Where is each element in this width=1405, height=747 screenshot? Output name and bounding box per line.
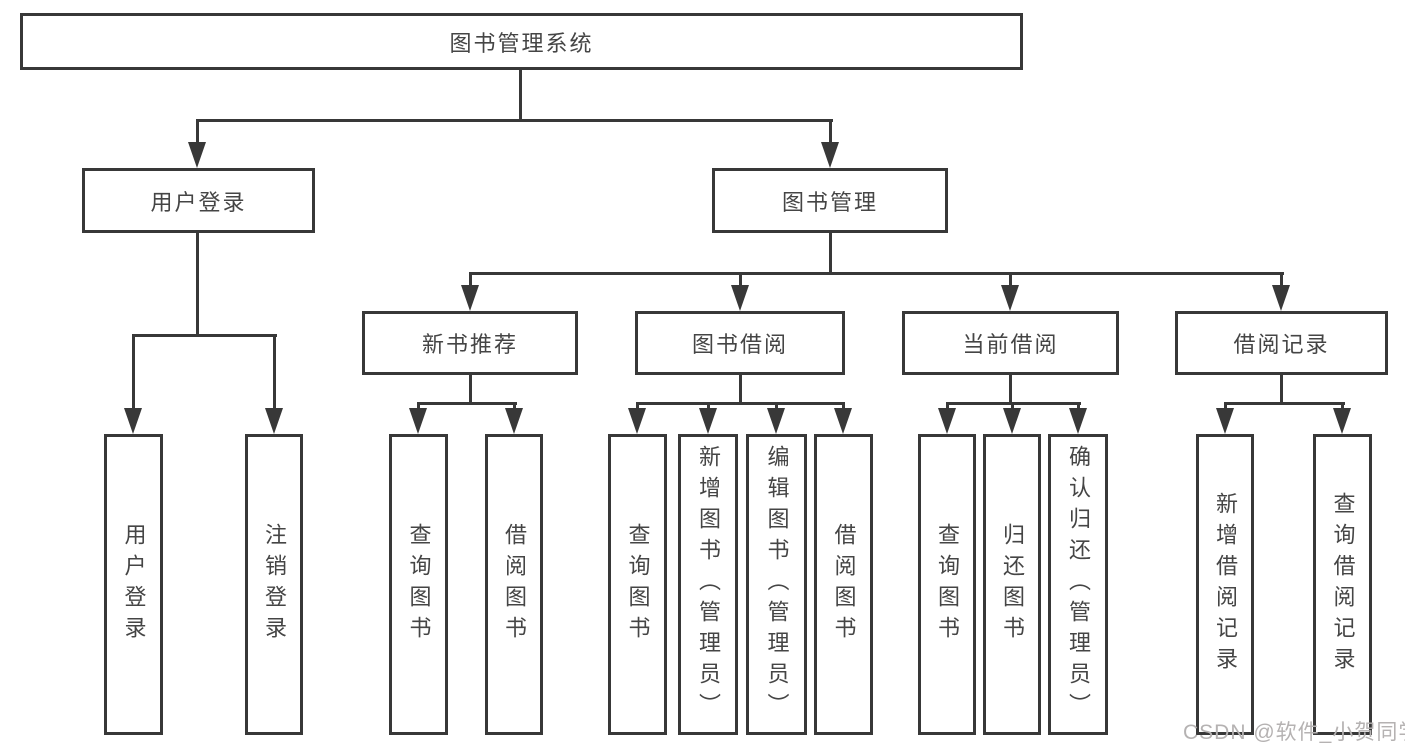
connector-line xyxy=(636,402,639,412)
arrowhead-icon xyxy=(938,408,956,434)
leaf-label: 注销登录 xyxy=(262,522,287,647)
arrowhead-icon xyxy=(505,408,523,434)
leaf-label: 用户登录 xyxy=(121,522,147,647)
leaf-query-borrow-record: 查询借阅记录 xyxy=(1313,434,1372,735)
node-library-system-root: 图书管理系统 xyxy=(20,13,1023,70)
arrowhead-icon xyxy=(767,408,785,434)
connector-line xyxy=(829,119,832,147)
connector-line xyxy=(469,272,1284,275)
connector-line xyxy=(417,402,517,405)
connector-line xyxy=(132,334,135,412)
connector-line xyxy=(1280,375,1283,405)
connector-line xyxy=(739,375,742,405)
leaf-label: 查询借阅记录 xyxy=(1330,491,1356,678)
connector-line xyxy=(196,233,199,337)
connector-line xyxy=(775,402,778,412)
connector-line xyxy=(132,334,277,337)
node-label: 用户登录 xyxy=(150,189,247,215)
connector-line xyxy=(707,402,710,412)
arrowhead-icon xyxy=(188,142,206,168)
connector-line xyxy=(1224,402,1345,405)
arrowhead-icon xyxy=(628,408,646,434)
connector-line xyxy=(1009,375,1012,405)
connector-line xyxy=(519,70,522,122)
node-label: 借阅记录 xyxy=(1233,332,1330,357)
arrowhead-icon xyxy=(1069,408,1087,434)
connector-line xyxy=(946,402,949,412)
leaf-label: 新增图书（管理员） xyxy=(696,445,721,724)
connector-line xyxy=(1011,402,1014,412)
connector-line xyxy=(842,402,845,412)
connector-line xyxy=(636,402,845,405)
leaf-user-login: 用户登录 xyxy=(104,434,163,735)
leaf-label: 借阅图书 xyxy=(831,522,857,647)
arrowhead-icon xyxy=(1333,408,1351,434)
connector-line xyxy=(417,402,420,412)
arrowhead-icon xyxy=(821,142,839,168)
arrowhead-icon xyxy=(1216,408,1234,434)
connector-line xyxy=(1224,402,1227,412)
arrowhead-icon xyxy=(731,285,749,311)
node-book-management: 图书管理 xyxy=(712,168,948,233)
connector-line xyxy=(829,233,832,275)
leaf-label: 编辑图书（管理员） xyxy=(764,445,790,724)
node-new-book-recommend: 新书推荐 xyxy=(362,311,578,375)
leaf-logout: 注销登录 xyxy=(245,434,303,735)
node-label: 当前借阅 xyxy=(962,332,1059,357)
connector-line xyxy=(196,119,199,147)
arrowhead-icon xyxy=(1272,285,1290,311)
leaf-label: 查询图书 xyxy=(406,522,432,647)
leaf-label: 借阅图书 xyxy=(502,522,527,647)
connector-line xyxy=(469,272,472,290)
leaf-edit-books-admin: 编辑图书（管理员） xyxy=(746,434,807,735)
leaf-add-books-admin: 新增图书（管理员） xyxy=(678,434,738,735)
leaf-borrow-books: 借阅图书 xyxy=(814,434,873,735)
csdn-watermark: CSDN @软件_小贺同学 xyxy=(1183,721,1405,744)
leaf-return-books: 归还图书 xyxy=(983,434,1041,735)
node-label: 图书管理系统 xyxy=(449,30,594,56)
leaf-query-books-recommend: 查询图书 xyxy=(389,434,448,735)
arrowhead-icon xyxy=(1001,285,1019,311)
node-label: 新书推荐 xyxy=(421,332,518,357)
connector-line xyxy=(513,402,516,412)
leaf-add-borrow-record: 新增借阅记录 xyxy=(1196,434,1254,735)
connector-line xyxy=(1077,402,1080,412)
connector-line xyxy=(273,334,276,412)
arrowhead-icon xyxy=(834,408,852,434)
arrowhead-icon xyxy=(265,408,283,434)
connector-line xyxy=(1341,402,1344,412)
leaf-label: 新增借阅记录 xyxy=(1213,491,1238,678)
leaf-confirm-return-admin: 确认归还（管理员） xyxy=(1048,434,1108,735)
connector-line xyxy=(196,119,833,122)
arrowhead-icon xyxy=(124,408,142,434)
node-book-borrowing: 图书借阅 xyxy=(635,311,845,375)
arrowhead-icon xyxy=(1003,408,1021,434)
node-user-login: 用户登录 xyxy=(82,168,315,233)
leaf-label: 查询图书 xyxy=(625,522,651,647)
leaf-label: 确认归还（管理员） xyxy=(1066,445,1091,724)
arrowhead-icon xyxy=(409,408,427,434)
node-label: 图书借阅 xyxy=(691,332,788,357)
arrowhead-icon xyxy=(699,408,717,434)
connector-line xyxy=(469,375,472,405)
connector-line xyxy=(739,272,742,290)
node-label: 图书管理 xyxy=(781,189,878,215)
connector-line xyxy=(1009,272,1012,290)
leaf-label: 归还图书 xyxy=(1000,522,1025,647)
leaf-borrow-books-recommend: 借阅图书 xyxy=(485,434,543,735)
node-current-borrowing: 当前借阅 xyxy=(902,311,1119,375)
node-borrow-records: 借阅记录 xyxy=(1175,311,1388,375)
leaf-label: 查询图书 xyxy=(935,522,960,647)
leaf-query-books-current: 查询图书 xyxy=(918,434,976,735)
arrowhead-icon xyxy=(461,285,479,311)
leaf-query-books-borrow: 查询图书 xyxy=(608,434,667,735)
connector-line xyxy=(1280,272,1283,290)
